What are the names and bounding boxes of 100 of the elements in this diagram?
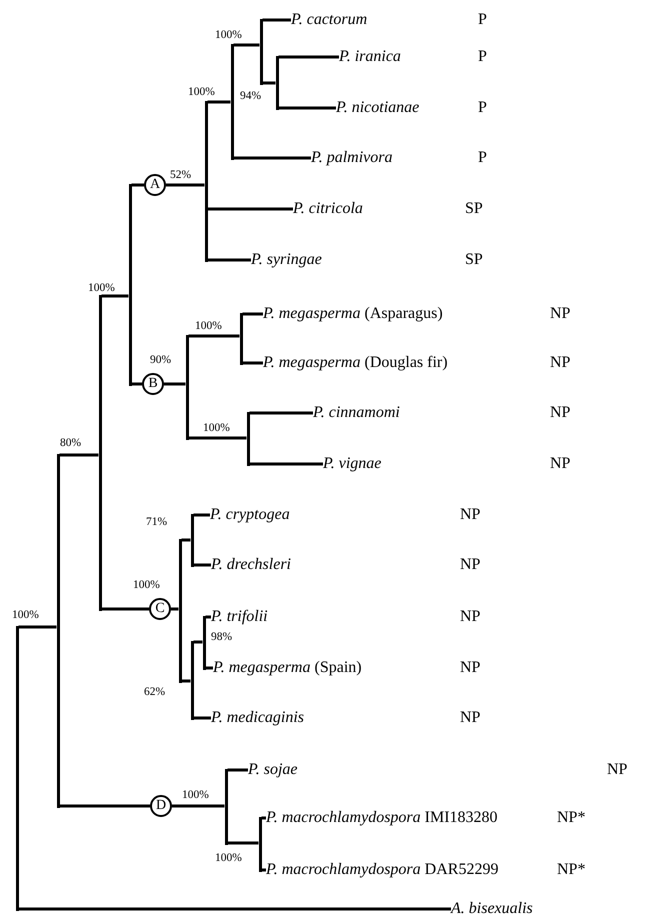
- clade-circle: B: [142, 373, 164, 395]
- tree-branch: [188, 436, 246, 440]
- tree-branch: [172, 804, 224, 808]
- tree-branch: [234, 44, 260, 46]
- pathogenicity-code: NP*: [557, 809, 586, 827]
- pathogenicity-code: NP: [550, 354, 570, 372]
- taxon-label: P. vignae: [323, 455, 382, 473]
- taxon-label: P. iranica: [339, 48, 401, 66]
- taxon-label: P. megasperma (Douglas fir): [263, 354, 448, 372]
- tree-branch: [194, 716, 211, 720]
- tree-branch: [194, 564, 211, 566]
- bootstrap-value: 100%: [188, 86, 215, 98]
- branch-junction: [190, 514, 194, 566]
- bootstrap-value: 94%: [240, 90, 262, 102]
- pathogenicity-code: NP: [460, 709, 480, 727]
- taxon-label: P. medicaginis: [211, 709, 304, 727]
- tree-branch: [18, 908, 451, 910]
- bootstrap-value: 100%: [12, 608, 39, 622]
- branch-junction: [186, 334, 188, 440]
- pathogenicity-code: NP: [607, 761, 628, 779]
- bootstrap-value: 98%: [211, 630, 232, 644]
- taxon-label: P. macrochlamydospora DAR52299: [266, 861, 498, 879]
- tree-branch: [194, 640, 202, 644]
- tree-branch: [132, 382, 142, 386]
- pathogenicity-code: NP: [460, 608, 480, 626]
- branch-junction: [204, 100, 208, 262]
- pathogenicity-code: NP: [460, 556, 480, 574]
- tree-branch: [60, 454, 98, 456]
- bootstrap-value: 100%: [195, 320, 222, 332]
- branch-junction: [258, 816, 262, 872]
- branch-junction: [202, 616, 206, 670]
- tree-branch: [278, 56, 339, 58]
- bootstrap-value: 100%: [88, 282, 115, 294]
- bootstrap-value: 100%: [133, 578, 160, 592]
- tree-branch: [250, 412, 313, 414]
- taxon-label: P. cinnamomi: [313, 404, 400, 422]
- branch-junction: [56, 454, 60, 808]
- tree-branch: [262, 816, 266, 820]
- pathogenicity-code: NP: [460, 659, 480, 677]
- pathogenicity-code: NP: [550, 455, 570, 473]
- bootstrap-value: 100%: [203, 422, 230, 434]
- tree-branch: [262, 18, 291, 22]
- tree-branch: [166, 184, 204, 186]
- taxon-label: P. nicotianae: [336, 99, 420, 117]
- bootstrap-value: 100%: [182, 788, 209, 802]
- taxon-label: P. megasperma (Asparagus): [263, 305, 443, 323]
- bootstrap-value: 100%: [215, 28, 242, 42]
- tree-branch: [278, 106, 336, 110]
- taxon-label: P. drechsleri: [211, 556, 291, 574]
- tree-branch: [208, 258, 251, 262]
- taxon-label: P. citricola: [293, 200, 363, 218]
- bootstrap-value: 52%: [170, 168, 192, 182]
- bootstrap-value: 100%: [215, 852, 242, 864]
- pathogenicity-code: SP: [465, 251, 483, 269]
- branch-junction: [240, 312, 242, 364]
- branch-junction: [276, 56, 278, 110]
- tree-branch: [250, 462, 323, 466]
- branch-junction: [178, 538, 182, 682]
- tree-branch: [206, 616, 211, 618]
- clade-circle: D: [150, 795, 172, 817]
- tree-branch: [182, 538, 190, 542]
- branch-junction: [16, 626, 18, 910]
- taxon-label: P. syringae: [251, 251, 322, 269]
- bootstrap-value: 90%: [150, 354, 172, 366]
- pathogenicity-code: NP*: [557, 861, 586, 879]
- branch-junction: [230, 44, 234, 160]
- tree-branch: [208, 100, 230, 104]
- tree-branch: [171, 608, 178, 610]
- pathogenicity-code: SP: [465, 200, 483, 218]
- pathogenicity-code: NP: [550, 404, 570, 422]
- taxon-label: P. macrochlamydospora IMI183280: [266, 809, 498, 827]
- bootstrap-value: 71%: [146, 516, 168, 528]
- tree-branch: [242, 362, 263, 364]
- branch-junction: [98, 294, 102, 610]
- pathogenicity-code: NP: [550, 305, 570, 323]
- branch-junction: [190, 640, 194, 720]
- tree-branch: [188, 334, 240, 338]
- taxon-label: P. sojae: [248, 761, 298, 779]
- pathogenicity-code: P: [478, 48, 487, 66]
- clade-circle: C: [149, 598, 171, 620]
- pathogenicity-code: P: [478, 149, 487, 167]
- branch-junction: [128, 184, 132, 386]
- branch-junction: [224, 768, 228, 844]
- taxon-label: A. bisexualis: [451, 900, 533, 918]
- tree-branch: [60, 804, 150, 808]
- tree-branch: [18, 626, 56, 628]
- bootstrap-value: 62%: [144, 686, 166, 698]
- pathogenicity-code: NP: [460, 506, 480, 524]
- clade-circle: A: [144, 174, 166, 196]
- bootstrap-value: 80%: [60, 436, 82, 450]
- tree-branch: [228, 842, 258, 844]
- tree-branch: [194, 514, 210, 516]
- branch-junction: [260, 18, 262, 84]
- taxon-label: P. palmivora: [311, 149, 392, 167]
- pathogenicity-code: P: [478, 11, 487, 29]
- taxon-label: P. megasperma (Spain): [213, 659, 362, 677]
- taxon-label: P. cactorum: [291, 11, 368, 29]
- tree-branch: [102, 608, 149, 610]
- tree-branch: [164, 382, 186, 386]
- tree-branch: [242, 312, 263, 316]
